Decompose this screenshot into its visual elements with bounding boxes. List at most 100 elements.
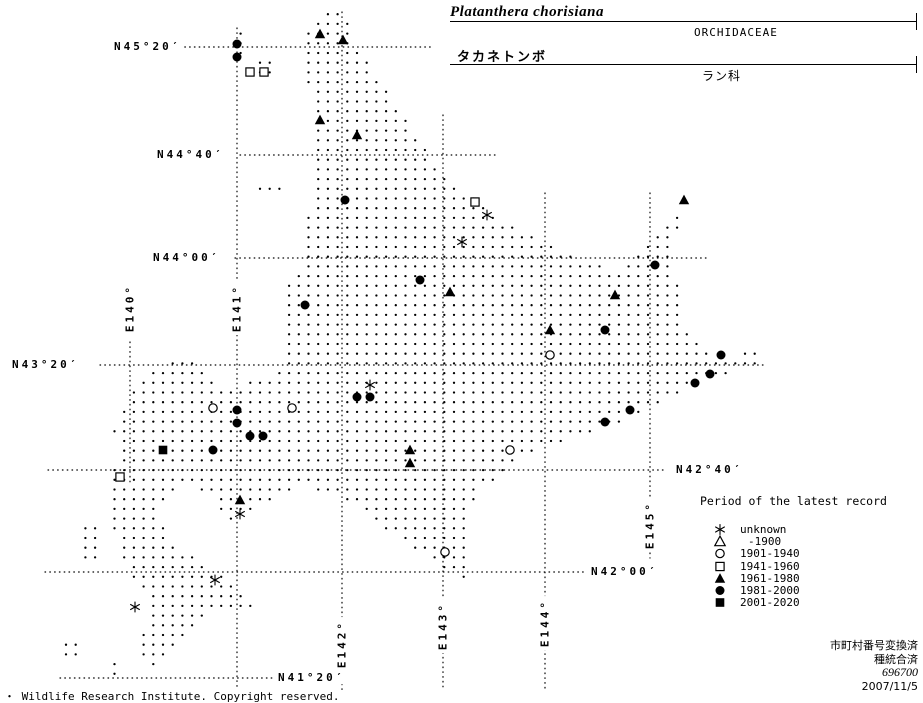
species-code: 696700 [882,665,918,679]
copyright-line: ・ Wildlife Research Institute. Copyright… [4,690,340,703]
header-rule-tick-bottom [916,56,918,73]
record-marker-filled-triangle [678,194,690,205]
latitude-label: N44°00′ [151,251,223,265]
record-marker-open-circle [545,350,555,360]
legend-item: 1961-1980 [700,571,887,585]
record-marker-open-triangle [713,534,727,547]
record-marker-filled-triangle [314,28,326,39]
record-marker-filled-circle [600,325,610,335]
legend-item: 1981-2000 [700,584,887,598]
open-circle-icon [700,547,740,560]
record-marker-filled-circle [650,260,660,270]
record-marker-filled-square [715,598,725,608]
legend-period-label: -1900 [748,534,782,548]
record-marker-open-square [115,472,125,482]
asterisk-icon [700,523,740,536]
record-marker-filled-circle [715,586,725,596]
record-marker-open-square [715,561,725,571]
filled-triangle-icon [700,572,740,585]
longitude-label: E143° [436,598,450,654]
legend-period-label: 1941-1960 [740,559,800,573]
latitude-label: N42°00′ [589,565,661,579]
family-japanese-name: ラン科 [702,69,742,83]
record-marker-filled-triangle [609,289,621,300]
legend-item: unknown [700,522,887,536]
record-marker-asterisk [235,508,245,520]
record-marker-open-circle [440,547,450,557]
open-triangle-icon [700,534,740,548]
record-marker-asterisk [457,236,467,248]
record-marker-asterisk [715,523,725,535]
record-marker-filled-triangle [234,494,246,505]
legend-period-label: unknown [740,522,787,536]
record-marker-filled-circle [365,392,375,402]
record-marker-asterisk [130,601,140,613]
header-rule-bottom [450,64,917,65]
record-markers [115,28,726,613]
record-marker-open-square [259,67,269,77]
species-latin-name: Platanthera chorisiana [450,4,604,20]
record-marker-filled-circle [258,431,268,441]
record-marker-filled-triangle [351,129,363,140]
legend-period-label: 1961-1980 [740,571,800,585]
land-dot-grid [64,13,756,675]
family-latin-name: ORCHIDACEAE [694,26,778,39]
latitude-label: N42°40′ [674,463,746,477]
latitude-label: N44°40′ [155,148,227,162]
legend-item: 1941-1960 [700,559,887,573]
processing-notes: 市町村番号変換済 種統合済 696700 2007/11/5 [830,639,918,693]
species-japanese-name: タカネトンボ [457,50,548,65]
record-marker-filled-circle [300,300,310,310]
longitude-label: E144° [538,595,552,651]
legend-period-of-latest-record: Period of the latest record unknown-1900… [700,494,887,609]
longitude-label: E141° [230,280,244,336]
record-marker-filled-triangle [404,457,416,468]
legend-item: 1901-1940 [700,547,887,561]
open-square-icon [700,560,740,573]
record-marker-filled-circle [232,418,242,428]
record-marker-filled-circle [716,350,726,360]
latitude-label: N41°20′ [276,671,348,685]
record-marker-filled-triangle [544,324,556,335]
legend-period-label: 1981-2000 [740,584,800,598]
record-marker-filled-circle [415,275,425,285]
longitude-label: E140° [123,280,137,336]
legend-item: -1900 [700,534,887,548]
longitude-label: E145° [643,497,657,553]
legend-period-label: 1901-1940 [740,547,800,561]
record-marker-filled-circle [352,392,362,402]
map-date: 2007/11/5 [861,679,918,693]
filled-circle-icon [700,584,740,597]
record-marker-open-square [245,67,255,77]
record-marker-open-circle [287,403,297,413]
note-municipality-converted: 市町村番号変換済 [830,639,918,652]
record-marker-open-circle [715,548,725,559]
note-species-merged: 種統合済 [874,652,918,666]
graticule-lines [44,11,768,691]
filled-square-icon [700,596,740,609]
legend-item: 2001-2020 [700,596,887,609]
header-rule-tick-top [916,13,918,30]
latitude-label: N45°20′ [112,40,184,54]
record-marker-asterisk [365,379,375,391]
record-marker-open-circle [208,403,218,413]
record-marker-open-circle [505,445,515,455]
record-marker-filled-circle [232,405,242,415]
record-marker-filled-triangle [444,286,456,297]
legend-title: Period of the latest record [700,494,887,508]
record-marker-filled-circle [245,431,255,441]
record-marker-filled-triangle [314,114,326,125]
record-marker-filled-triangle [404,444,416,455]
record-marker-open-square [470,197,480,207]
record-marker-filled-circle [705,369,715,379]
record-marker-filled-square [158,445,168,455]
record-marker-asterisk [210,574,220,586]
record-marker-filled-circle [600,417,610,427]
record-marker-filled-circle [340,195,350,205]
record-marker-filled-circle [690,378,700,388]
latitude-label: N43°20′ [10,358,82,372]
record-marker-filled-circle [208,445,218,455]
